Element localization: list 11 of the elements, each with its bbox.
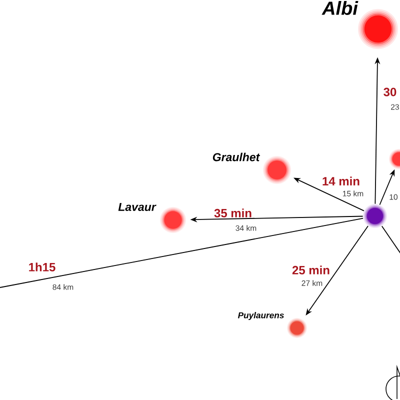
city-name: Puylaurens xyxy=(238,312,284,320)
edge-label: 14 min xyxy=(322,176,360,186)
city-dot xyxy=(389,149,400,169)
edge-label: 25 min xyxy=(292,265,330,275)
hub-dot xyxy=(363,204,387,228)
edge-label: 35 min xyxy=(214,208,252,218)
edge-label: 30 xyxy=(382,87,398,97)
city-name: Lavaur xyxy=(118,203,156,212)
city-name: Albi xyxy=(322,1,358,15)
edge-label: 1h15 xyxy=(28,262,56,272)
city-name: Graulhet xyxy=(212,152,260,162)
